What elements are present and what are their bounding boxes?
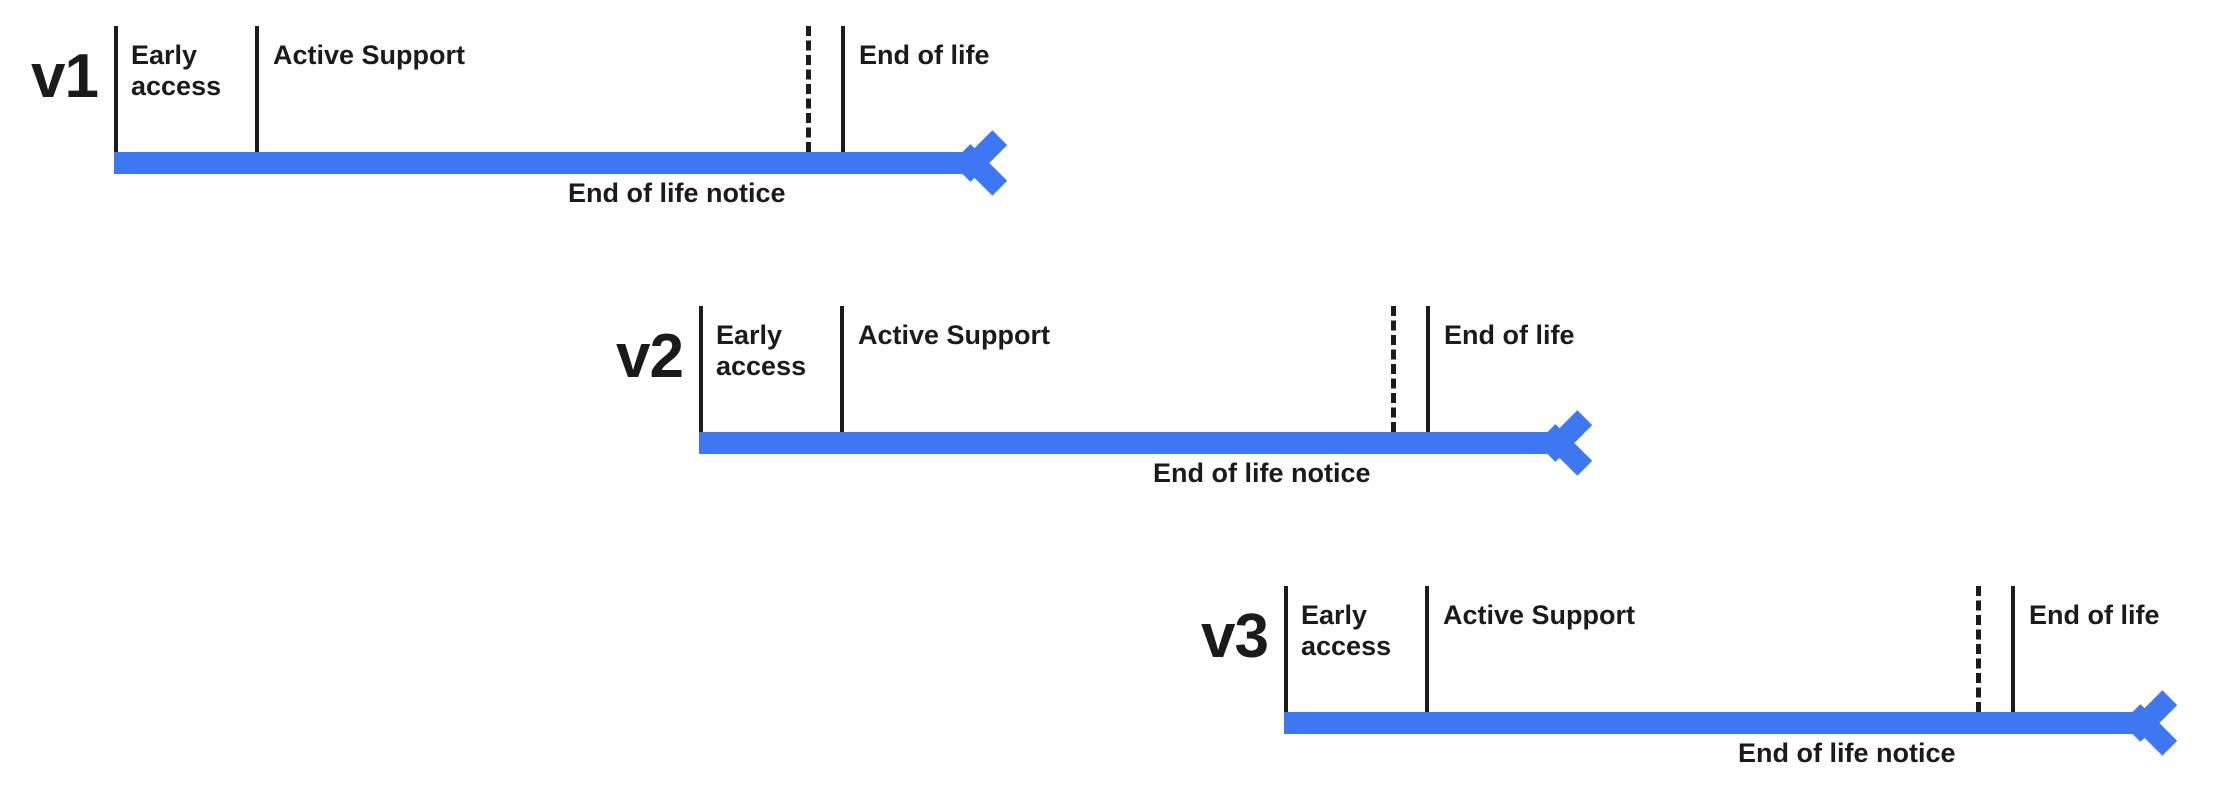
divider-early-access-start-v1	[114, 26, 118, 152]
divider-active-support-start-v3	[1425, 586, 1429, 712]
arrow-head-icon-v2	[1540, 410, 1608, 476]
lifecycle-track-v1	[114, 152, 986, 174]
lifecycle-track-v3	[1284, 712, 2156, 734]
divider-end-of-life-notice-v1	[806, 26, 811, 152]
phase-label-early-access-v1: Early access	[131, 40, 222, 102]
version-label-v3: v3	[1201, 602, 1269, 671]
phase-label-end-of-life-v2: End of life	[1444, 320, 1575, 350]
version-label-v1: v1	[31, 42, 99, 111]
divider-end-of-life-notice-v2	[1391, 306, 1396, 432]
phase-label-active-support-v1: Active Support	[273, 40, 466, 70]
arrow-head-icon-v3	[2125, 690, 2193, 756]
notice-label-v2: End of life notice	[1153, 458, 1371, 488]
notice-label-v3: End of life notice	[1738, 738, 1956, 768]
divider-end-of-life-notice-v3	[1976, 586, 1981, 712]
divider-end-of-life-start-v2	[1426, 306, 1430, 432]
version-label-v2: v2	[616, 322, 684, 391]
divider-early-access-start-v3	[1284, 586, 1288, 712]
divider-end-of-life-start-v1	[841, 26, 845, 152]
phase-label-active-support-v3: Active Support	[1443, 600, 1636, 630]
phase-label-end-of-life-v3: End of life	[2029, 600, 2160, 630]
phase-label-active-support-v2: Active Support	[858, 320, 1051, 350]
notice-label-v1: End of life notice	[568, 178, 786, 208]
phase-label-early-access-v3: Early access	[1301, 600, 1392, 662]
phase-label-end-of-life-v1: End of life	[859, 40, 990, 70]
lifecycle-track-v2	[699, 432, 1571, 454]
divider-end-of-life-start-v3	[2011, 586, 2015, 712]
divider-active-support-start-v1	[255, 26, 259, 152]
arrow-head-icon-v1	[955, 130, 1023, 196]
divider-active-support-start-v2	[840, 306, 844, 432]
phase-label-early-access-v2: Early access	[716, 320, 807, 382]
divider-early-access-start-v2	[699, 306, 703, 432]
